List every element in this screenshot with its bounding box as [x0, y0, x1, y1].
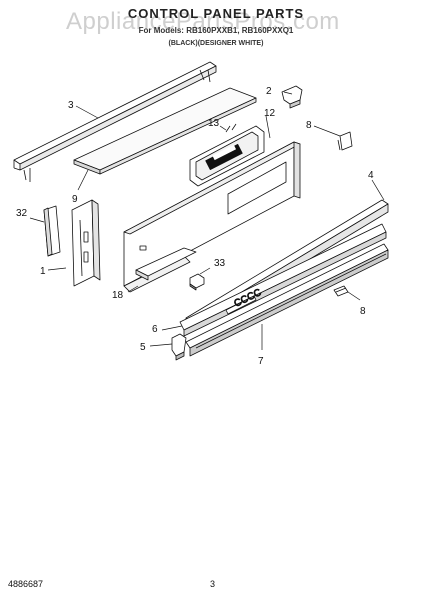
callout-12: 12	[264, 108, 276, 119]
callout-13: 13	[208, 118, 220, 129]
part-side-cap	[43, 205, 61, 257]
part-trim-strip: CCCC	[179, 223, 387, 337]
callout-2: 2	[266, 86, 272, 97]
callout-1: 1	[40, 266, 46, 277]
callout-9: 9	[72, 194, 78, 205]
part-clip-2	[281, 85, 303, 109]
callout-33: 33	[214, 258, 226, 269]
part-control-panel	[123, 141, 301, 293]
footer-page-number: 3	[210, 579, 216, 589]
callout-18: 18	[112, 290, 124, 301]
callout-22: 8	[306, 120, 312, 131]
diagram-title: CONTROL PANEL PARTS	[127, 6, 305, 21]
part-knob	[189, 273, 205, 291]
callout-5: 5	[140, 342, 146, 353]
part-top-trim	[13, 61, 217, 182]
callout-3: 3	[68, 100, 74, 111]
part-side-bracket	[71, 199, 101, 287]
watermark: AppliancePartsPros.com	[66, 8, 340, 35]
part-channel	[185, 243, 389, 357]
callout-32: 32	[16, 208, 28, 219]
callout-4: 4	[368, 170, 374, 181]
diagram-subtitle: For Models: RB160PXXB1, RB160PXXQ1	[138, 26, 294, 35]
part-clip-22	[337, 131, 353, 151]
footer-code: 4886687	[8, 579, 44, 589]
part-top-panel	[73, 87, 257, 175]
part-clip-8	[333, 285, 349, 297]
part-end-cap	[171, 333, 187, 361]
callout-6: 6	[152, 324, 158, 335]
part-bottom-plate	[135, 247, 197, 281]
diagram-subtitle-colors: (BLACK)(DESIGNER WHITE)	[168, 40, 264, 47]
callout-8: 8	[360, 306, 366, 317]
callout-7: 7	[258, 356, 264, 367]
leader-lines	[29, 91, 385, 350]
part-control-module	[189, 123, 265, 187]
callout-labels: 3 2 8 12 13 9 4 32 1 18 33 6 5 7 8	[16, 86, 374, 367]
